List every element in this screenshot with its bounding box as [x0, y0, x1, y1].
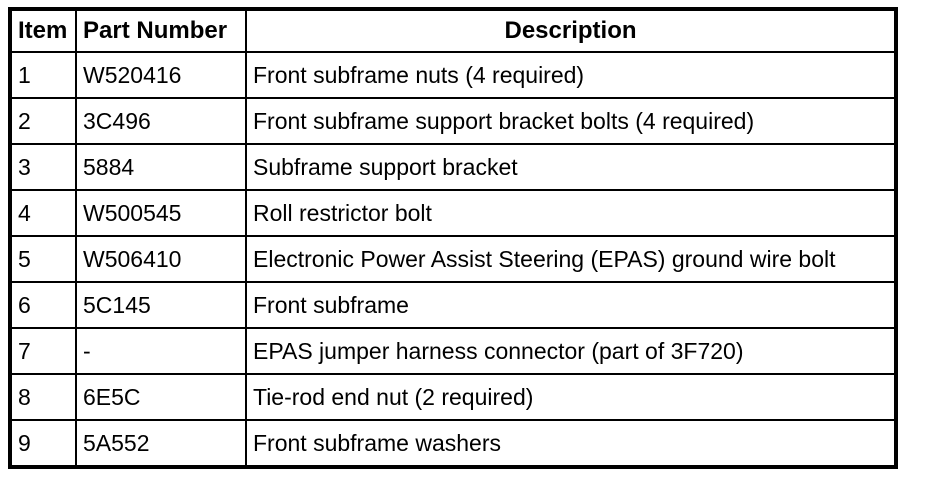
- part-number-cell: -: [75, 327, 247, 375]
- column-header-description: Description: [245, 8, 897, 53]
- description-cell: Front subframe support bracket bolts (4 …: [245, 97, 897, 145]
- item-cell: 4: [9, 189, 77, 237]
- item-cell: 6: [9, 281, 77, 329]
- description-cell: Front subframe: [245, 281, 897, 329]
- part-number-cell: 6E5C: [75, 373, 247, 421]
- item-cell: 7: [9, 327, 77, 375]
- table-header-row: Item Part Number Description: [9, 8, 897, 53]
- description-cell: Electronic Power Assist Steering (EPAS) …: [245, 235, 897, 283]
- item-cell: 5: [9, 235, 77, 283]
- description-cell: Front subframe washers: [245, 419, 897, 468]
- part-number-cell: W500545: [75, 189, 247, 237]
- part-number-cell: 5884: [75, 143, 247, 191]
- part-number-cell: W506410: [75, 235, 247, 283]
- table-row: 7-EPAS jumper harness connector (part of…: [9, 327, 897, 375]
- column-header-part-number: Part Number: [75, 8, 247, 53]
- description-cell: Front subframe nuts (4 required): [245, 51, 897, 99]
- part-number-cell: 5A552: [75, 419, 247, 468]
- item-cell: 9: [9, 419, 77, 468]
- part-number-cell: 3C496: [75, 97, 247, 145]
- part-number-cell: 5C145: [75, 281, 247, 329]
- item-cell: 1: [9, 51, 77, 99]
- description-cell: Subframe support bracket: [245, 143, 897, 191]
- part-number-cell: W520416: [75, 51, 247, 99]
- column-header-item: Item: [9, 8, 77, 53]
- description-cell: Roll restrictor bolt: [245, 189, 897, 237]
- item-cell: 3: [9, 143, 77, 191]
- item-cell: 2: [9, 97, 77, 145]
- description-cell: Tie-rod end nut (2 required): [245, 373, 897, 421]
- item-cell: 8: [9, 373, 77, 421]
- description-cell: EPAS jumper harness connector (part of 3…: [245, 327, 897, 375]
